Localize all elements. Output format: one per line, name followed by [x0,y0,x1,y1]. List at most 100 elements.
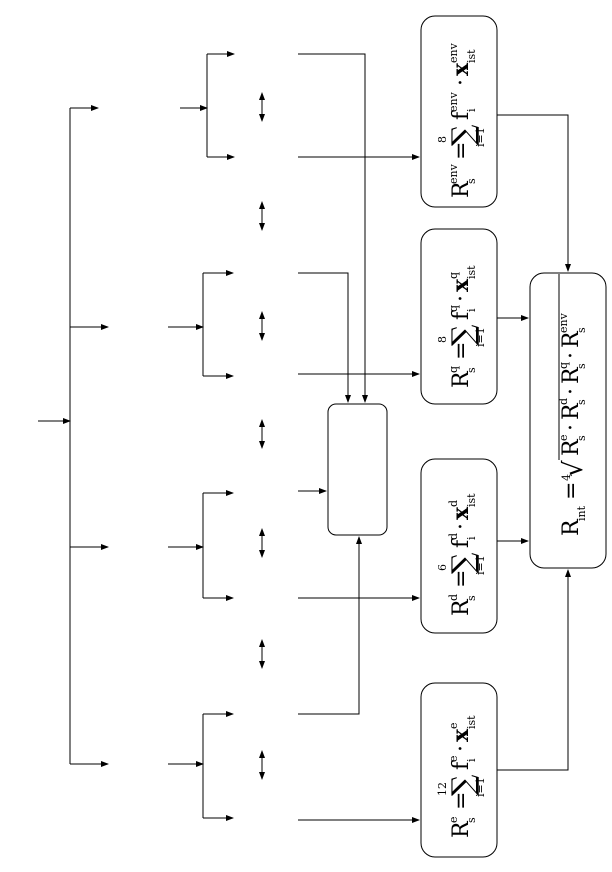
formula-f: f [449,110,474,120]
formula-term-2-sup: d [557,398,570,405]
formula-lhs-sub: s [465,178,478,184]
center-box [327,403,388,536]
formula-lhs: R [449,180,474,198]
formula-x: x [448,506,474,520]
subtree-d [168,490,234,601]
formula-term-2: R [559,402,584,420]
formula-lhs: R [449,370,474,388]
formula-box-env [420,15,498,208]
formula-equals: = [559,482,584,500]
formula-x: x [448,62,474,76]
connector-e-to-result [497,569,571,771]
formula-sum-upper: 8 [436,336,449,343]
subtree-env [180,51,235,160]
formula-lhs-sub: s [465,817,478,823]
formula-f-sub: i [465,308,478,312]
subtree-e [168,711,234,821]
formula-sum-symbol: ∑ [446,324,481,346]
formula-lhs-sup: env [447,163,460,184]
formula-e: R e s = 12 ∑ i=1 f e i · x e ist [436,715,487,838]
formula-lhs: R [449,598,474,616]
formula-sum-upper: 8 [436,136,449,143]
connector-env-to-result [497,114,571,272]
formula-term-4-sup: env [557,312,570,333]
formula-f-sup: d [447,533,460,540]
formula-f-sub: i [465,536,478,540]
formula-dot: · [559,388,584,395]
formula-box-d [420,458,498,634]
formula-f: f [449,538,474,548]
formula-f: f [449,760,474,770]
formula-dot: · [559,352,584,359]
formula-sum-lower: i=1 [474,555,487,575]
formula-term-2-sub: s [575,399,588,405]
formula-sum-symbol: ∑ [446,774,481,796]
formula-dot: · [449,295,474,302]
formula-d: R d s = 6 ∑ i=1 f d i · x d ist [436,493,487,616]
formula-term-1: R [559,438,584,456]
formula-int: R int = 4 √ R e s · R d s · R q s · R en… [557,274,589,536]
formula-x: x [448,278,474,292]
formula-box-q [420,228,498,405]
formula-equals: = [449,342,474,360]
connector-env-to-center [298,53,368,403]
formula-lhs-sup: q [447,366,460,373]
formula-lhs-sub: s [465,595,478,601]
formula-lhs-sup: d [447,594,460,601]
formula-f-sup: e [447,755,460,762]
formula-root-symbol: √ [559,460,589,477]
formula-dot: · [559,424,584,431]
formula-f-sup: env [447,91,460,112]
formula-x-sup: env [447,42,460,63]
formula-term-3-sub: s [575,363,588,369]
formula-x-sub: ist [465,265,478,279]
formula-input-arrows [298,154,420,823]
formula-dot: · [449,745,474,752]
formula-x-sup: q [447,272,460,279]
formula-dot: · [449,523,474,530]
formula-equals: = [449,792,474,810]
formula-f-sub: i [465,758,478,762]
formula-sum-lower: i=1 [474,327,487,347]
formula-x-sup: d [447,500,460,507]
formula-term-3-sup: q [557,362,570,369]
formula-root-index: 4 [560,474,573,481]
formula-f: f [449,310,474,320]
formula-env: R env s = 8 ∑ i=1 f env i · x env ist [436,42,487,198]
formula-sum-upper: 6 [436,564,449,571]
formula-equals: = [449,142,474,160]
formula-term-1-sub: s [575,435,588,441]
formula-dot: · [449,79,474,86]
formula-x: x [448,728,474,742]
subtree-q [168,270,234,379]
connector-e-to-center [298,536,362,715]
formula-sum-lower: i=1 [474,777,487,797]
formula-lhs: R [559,518,584,536]
formula-sum-lower: i=1 [474,127,487,147]
formula-term-3: R [559,366,584,384]
result-connectors [497,114,571,771]
connector-q-to-center [298,272,351,403]
formula-sum-symbol: ∑ [446,552,481,574]
formula-lhs-sub: s [465,367,478,373]
formula-x-sub: ist [465,49,478,63]
formula-q: R q s = 8 ∑ i=1 f q i · x q ist [436,265,487,388]
formula-x-sup: e [447,722,460,729]
formula-x-sub: ist [465,715,478,729]
formula-f-sub: i [465,108,478,112]
formula-term-4: R [559,330,584,348]
formula-sum-upper: 12 [436,782,449,796]
formula-sum-symbol: ∑ [446,124,481,146]
formula-lhs-sub: int [575,505,588,521]
center-box-connectors [298,53,368,715]
formula-lhs: R [449,820,474,838]
formula-box-int [529,272,607,569]
formula-term-4-sub: s [575,327,588,333]
tree-root [38,105,109,767]
formula-f-sup: q [447,305,460,312]
formula-lhs-sup: e [447,816,460,823]
formula-x-sub: ist [465,493,478,507]
formula-equals: = [449,570,474,588]
formula-term-1-sup: e [557,434,570,441]
